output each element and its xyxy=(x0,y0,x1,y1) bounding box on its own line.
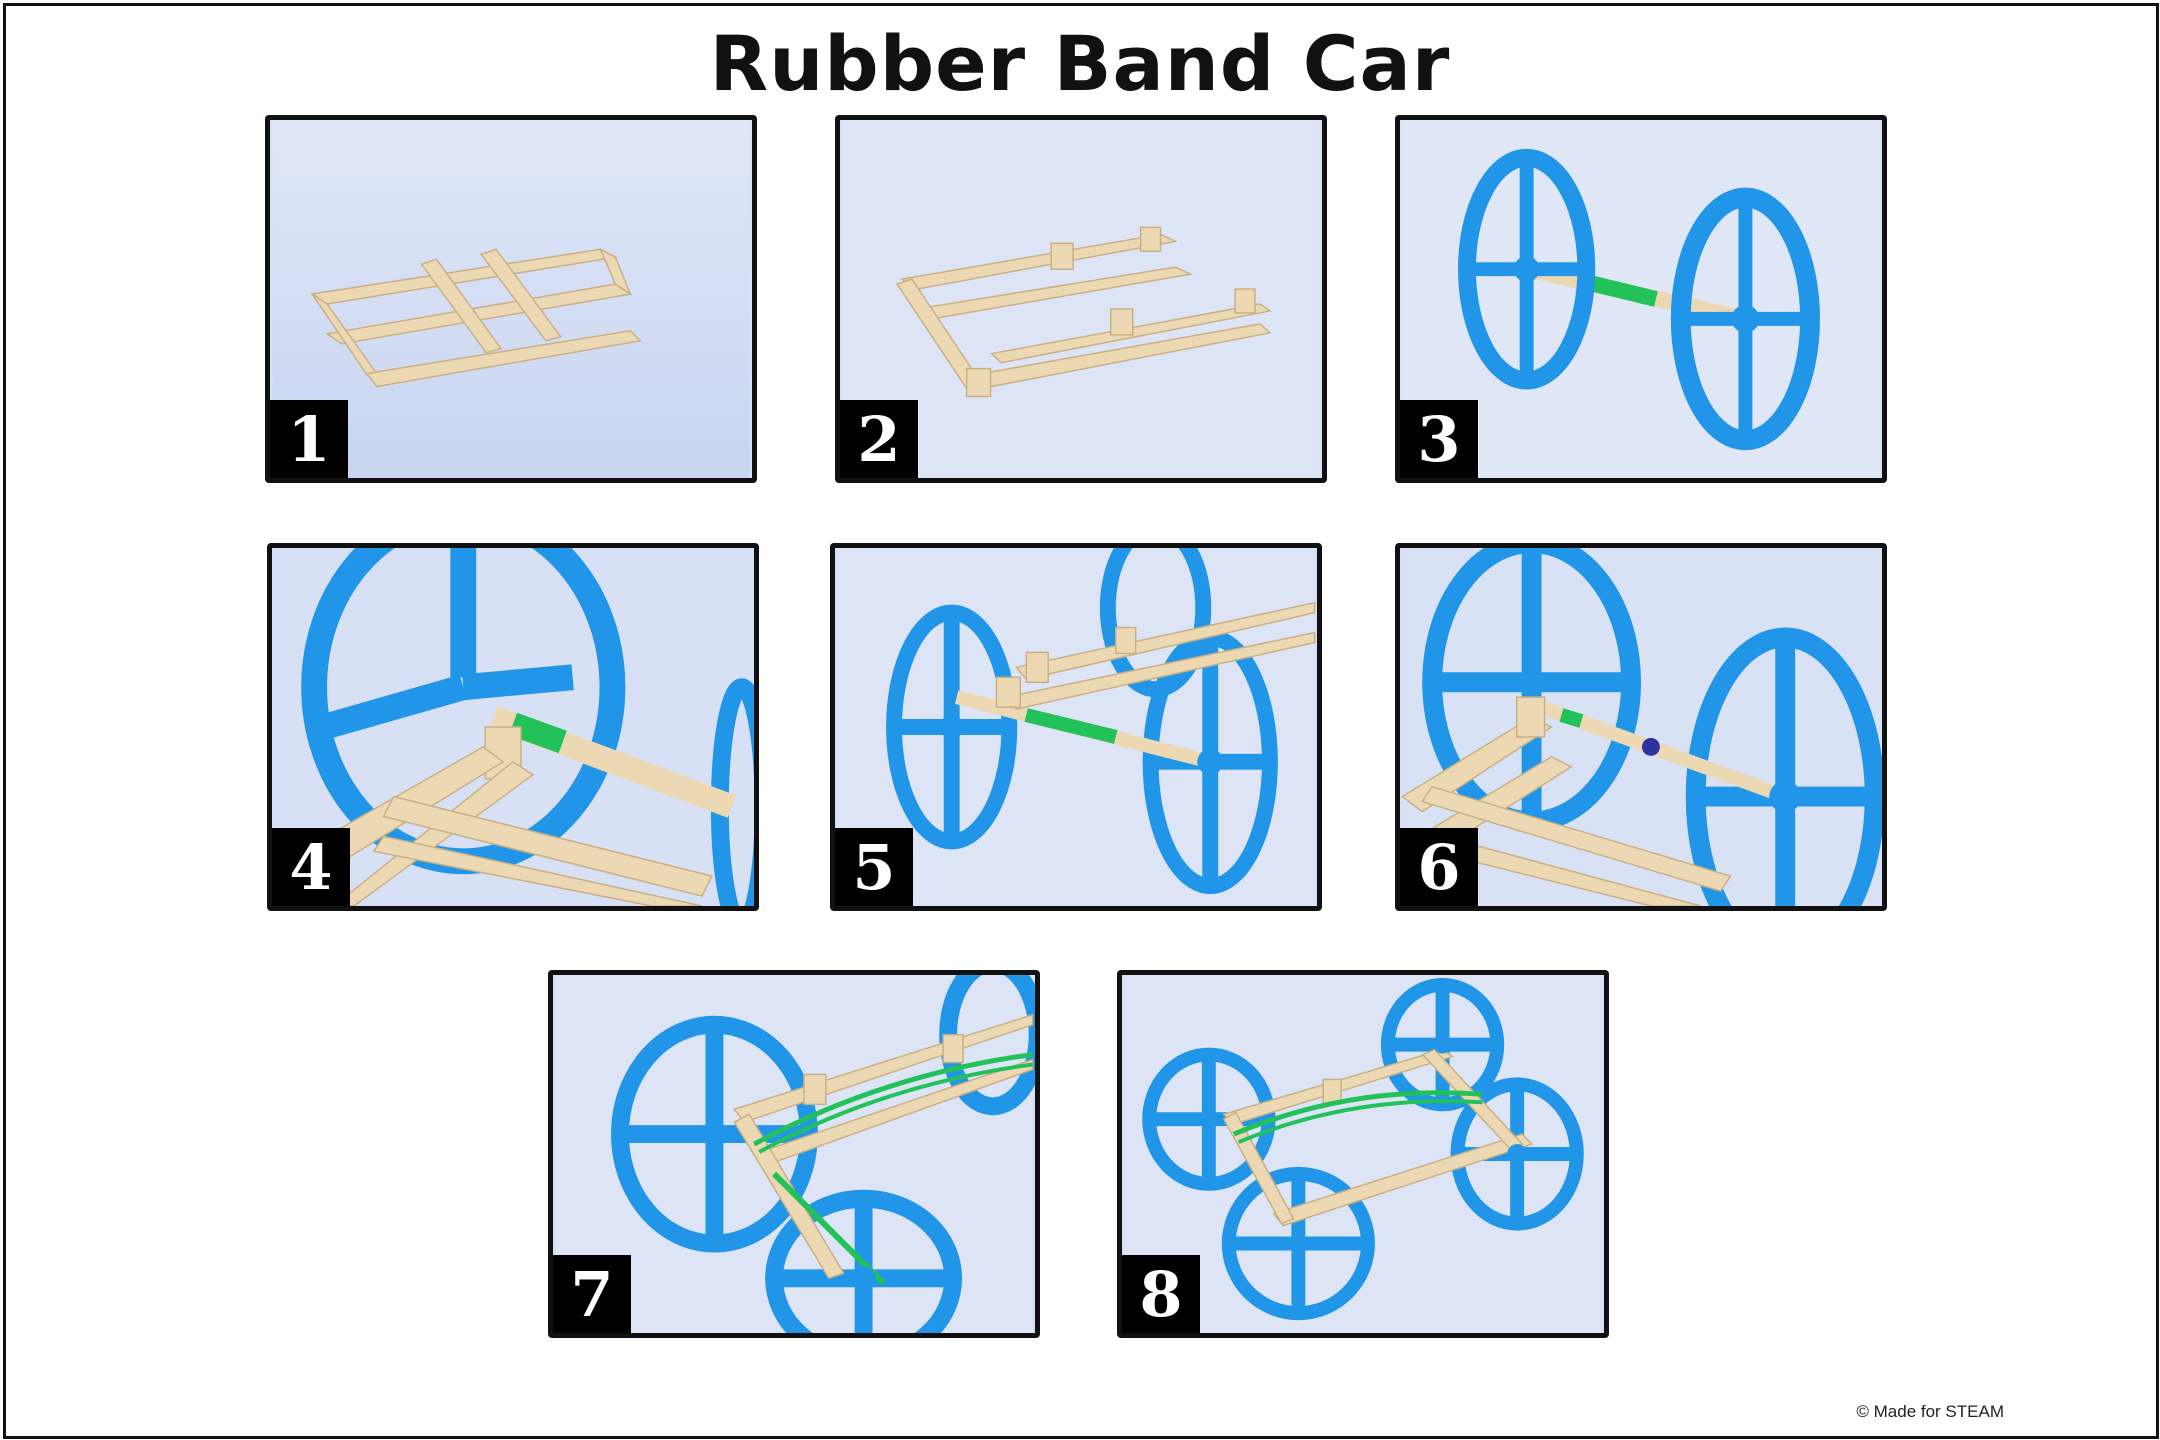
step-6-photo: 6 xyxy=(1395,543,1887,911)
step-number-badge: 1 xyxy=(270,400,348,478)
step-3-photo: 3 xyxy=(1395,115,1887,483)
step-2-photo: 2 xyxy=(835,115,1327,483)
car-rear-axle-image xyxy=(1400,548,1882,906)
page-title: Rubber Band Car xyxy=(709,19,1451,108)
step-4-photo: 4 xyxy=(267,543,759,911)
finished-car-image xyxy=(1124,975,1602,1333)
step-1-photo: 1 xyxy=(265,115,757,483)
page-frame xyxy=(3,3,2159,1439)
rubber-band-attached-image xyxy=(555,975,1035,1333)
car-front-axle-image xyxy=(837,548,1316,906)
step-number-badge: 6 xyxy=(1400,828,1478,906)
frame-flat-image xyxy=(272,120,750,478)
step-7-photo: 7 xyxy=(548,970,1040,1338)
step-number-badge: 7 xyxy=(553,1255,631,1333)
step-number-badge: 2 xyxy=(840,400,918,478)
frame-blocks-image xyxy=(842,120,1320,478)
step-number-badge: 4 xyxy=(272,828,350,906)
step-number-badge: 8 xyxy=(1122,1255,1200,1333)
wheel-closeup-image xyxy=(273,548,754,906)
step-number-badge: 3 xyxy=(1400,400,1478,478)
copyright-notice: © Made for STEAM xyxy=(1856,1402,2004,1421)
step-8-photo: 8 xyxy=(1117,970,1609,1338)
step-number-badge: 5 xyxy=(835,828,913,906)
step-5-photo: 5 xyxy=(830,543,1322,911)
axle-wheels-image xyxy=(1402,120,1880,478)
